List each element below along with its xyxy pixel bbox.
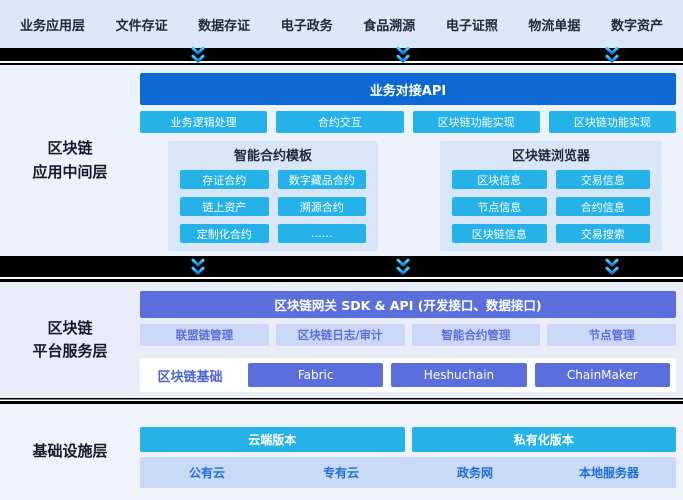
- block-business-logic: 业务逻辑处理: [140, 111, 268, 133]
- middleware-layer-label: 区块链 应用中间层: [0, 65, 140, 256]
- flow-down-icon: [396, 258, 410, 278]
- middleware-panels: 智能合约模板 存证合约 数字藏品合约 链上资产 溯源合约 定制化合约 …… 区块…: [140, 141, 676, 251]
- block-block-info: 区块信息: [452, 170, 547, 189]
- tab-file-attestation[interactable]: 文件存证: [115, 18, 168, 34]
- blockchain-base-label: 区块链基础: [157, 369, 223, 385]
- block-blockchain-function-2: 区块链功能实现: [548, 111, 676, 133]
- section-blockchain-platform: 区块链 平台服务层 区块链网关 SDK & API (开发接口、数据接口) 联盟…: [0, 282, 683, 398]
- block-blockchain-info: 区块链信息: [452, 224, 547, 243]
- infrastructure-layer-label: 基础设施层: [0, 404, 140, 500]
- separator-middle: [0, 256, 683, 282]
- block-contract-interaction: 合约交互: [276, 111, 404, 133]
- block-node-mgmt: 节点管理: [547, 324, 676, 346]
- flow-down-icon: [191, 258, 205, 278]
- block-attestation-contract: 存证合约: [180, 170, 269, 189]
- block-log-audit: 区块链日志/审计: [275, 324, 405, 346]
- tab-digital-assets[interactable]: 数字资产: [610, 18, 663, 34]
- block-custom-contract: 定制化合约: [180, 224, 269, 243]
- platform-layer-label: 区块链 平台服务层: [0, 282, 140, 398]
- platform-label-text: 区块链 平台服务层: [32, 318, 108, 360]
- environment-bar: 公有云 专有云 政务网 本地服务器: [140, 457, 676, 488]
- blockchain-base-panel: 区块链基础 Fabric Heshuchain ChainMaker: [140, 358, 676, 392]
- top-application-tabbar: 业务应用层 文件存证 数据存证 电子政务 食品溯源 电子证照 物流单据 数字资产: [0, 0, 683, 48]
- block-contract-info: 合约信息: [555, 197, 650, 216]
- explorer-panel-title: 区块链浏览器: [511, 149, 590, 164]
- platform-content: 区块链网关 SDK & API (开发接口、数据接口) 联盟链管理 区块链日志/…: [140, 282, 683, 398]
- block-transaction-search: 交易搜索: [555, 224, 650, 243]
- block-more-ellipsis: ……: [277, 224, 366, 243]
- flow-down-icon: [396, 46, 410, 66]
- block-cloud-version: 云端版本: [140, 427, 405, 452]
- flow-down-icon: [605, 46, 619, 66]
- infrastructure-label-text: 基础设施层: [32, 442, 108, 461]
- block-node-info: 节点信息: [452, 197, 547, 216]
- block-fabric: Fabric: [248, 363, 384, 387]
- tab-data-attestation[interactable]: 数据存证: [198, 18, 251, 34]
- section-blockchain-middleware: 区块链 应用中间层 业务对接API 业务逻辑处理 合约交互 区块链功能实现 区块…: [0, 65, 683, 256]
- middleware-function-row: 业务逻辑处理 合约交互 区块链功能实现 区块链功能实现: [140, 111, 676, 133]
- tab-business-app-layer[interactable]: 业务应用层: [20, 18, 86, 34]
- block-digital-collectible-contract: 数字藏品合约: [277, 170, 366, 189]
- env-government-network: 政务网: [456, 466, 493, 480]
- smart-contract-template-panel: 智能合约模板 存证合约 数字藏品合约 链上资产 溯源合约 定制化合约 ……: [168, 141, 378, 251]
- explorer-grid: 区块信息 交易信息 节点信息 合约信息 区块链信息 交易搜索: [452, 170, 650, 243]
- env-local-server: 本地服务器: [578, 466, 639, 480]
- block-transaction-info: 交易信息: [555, 170, 650, 189]
- blockchain-explorer-panel: 区块链浏览器 区块信息 交易信息 节点信息 合约信息 区块链信息 交易搜索: [440, 141, 662, 251]
- flow-down-icon: [191, 46, 205, 66]
- block-chainmaker: ChainMaker: [534, 363, 670, 387]
- block-blockchain-function-1: 区块链功能实现: [412, 111, 540, 133]
- business-api-bar: 业务对接API: [140, 73, 676, 105]
- tab-food-traceability[interactable]: 食品溯源: [363, 18, 416, 34]
- env-public-cloud: 公有云: [188, 466, 225, 480]
- tab-logistics-docs[interactable]: 物流单据: [528, 18, 581, 34]
- tab-e-certificate[interactable]: 电子证照: [445, 18, 498, 34]
- smart-contract-grid: 存证合约 数字藏品合约 链上资产 溯源合约 定制化合约 ……: [180, 170, 366, 243]
- block-onchain-assets: 链上资产: [180, 197, 269, 216]
- section-infrastructure: 基础设施层 云端版本 私有化版本 公有云 专有云 政务网 本地服务器: [0, 404, 683, 500]
- block-traceability-contract: 溯源合约: [277, 197, 366, 216]
- management-row: 联盟链管理 区块链日志/审计 智能合约管理 节点管理: [140, 324, 676, 346]
- gateway-sdk-api-bar: 区块链网关 SDK & API (开发接口、数据接口): [140, 291, 676, 318]
- block-consortium-chain-mgmt: 联盟链管理: [140, 324, 269, 346]
- separator-top: [0, 46, 683, 66]
- infrastructure-content: 云端版本 私有化版本 公有云 专有云 政务网 本地服务器: [140, 404, 683, 500]
- smart-contract-panel-title: 智能合约模板: [233, 149, 312, 164]
- block-heshuchain: Heshuchain: [391, 363, 527, 387]
- env-dedicated-cloud: 专有云: [322, 466, 359, 480]
- middleware-label-line1: 区块链 应用中间层: [32, 139, 108, 181]
- version-row: 云端版本 私有化版本: [140, 427, 676, 452]
- block-private-version: 私有化版本: [411, 427, 676, 452]
- flow-down-icon: [605, 258, 619, 278]
- tab-e-government[interactable]: 电子政务: [280, 18, 333, 34]
- middleware-content: 业务对接API 业务逻辑处理 合约交互 区块链功能实现 区块链功能实现 智能合约…: [140, 65, 683, 256]
- block-smart-contract-mgmt: 智能合约管理: [411, 324, 541, 346]
- separator-bottom: [0, 398, 683, 404]
